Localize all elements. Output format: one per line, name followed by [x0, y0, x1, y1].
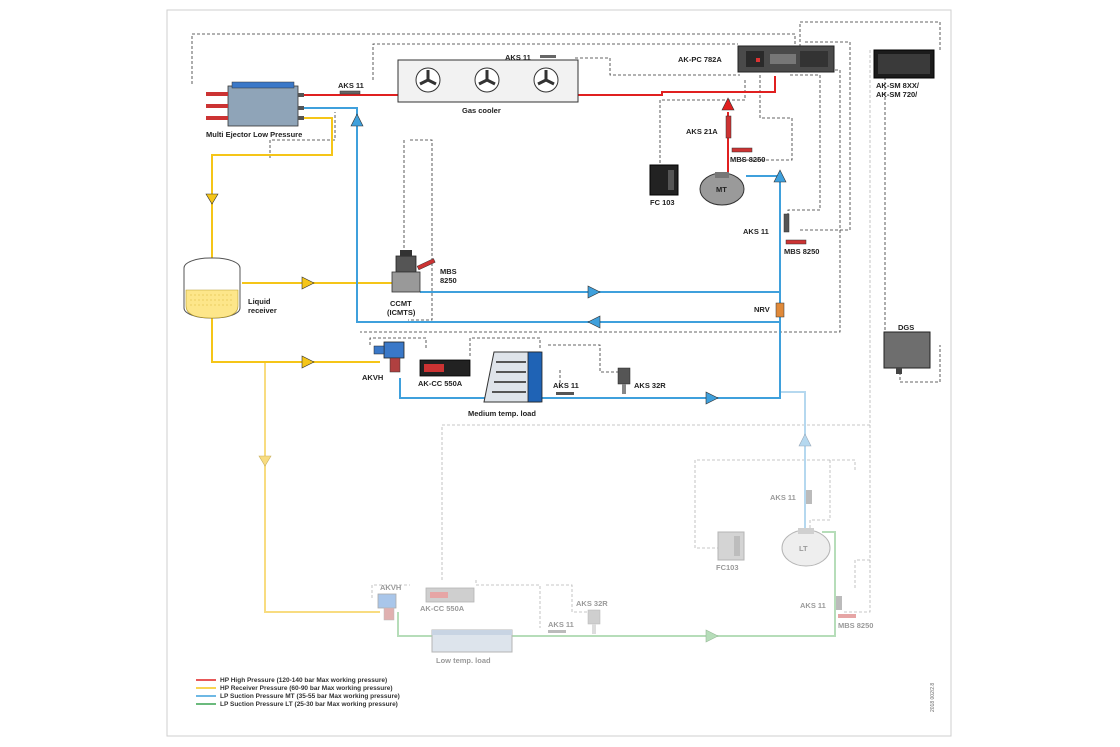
legend-label-receiver: HP Receiver Pressure (60-90 bar Max work… — [220, 685, 393, 692]
mbs8250-mt-sensor — [785, 239, 807, 245]
fc103-drive — [649, 164, 679, 196]
label-mbs8250-top: MBS 8250 — [730, 155, 765, 164]
mbs8250-ccmt-sensor — [416, 258, 436, 271]
arrow-receiver-right2 — [301, 355, 315, 369]
label-fc103-lt: FC103 — [716, 563, 739, 572]
label-aks11-medium: AKS 11 — [553, 381, 579, 390]
low-temp-load — [431, 629, 513, 653]
label-aks11-lowload: AKS 11 — [548, 620, 574, 629]
label-aksm-2: AK-SM 720/ — [876, 90, 918, 99]
label-aks11-mt: AKS 11 — [743, 227, 769, 236]
aks32r-sensor — [617, 367, 631, 394]
arrow-receiver-right1 — [301, 276, 315, 290]
label-dgs: DGS — [898, 323, 914, 332]
label-akvh-lt: AKVH — [380, 583, 401, 592]
dgs-detector — [883, 331, 931, 374]
legend-label-hp: HP High Pressure (120-140 bar Max workin… — [220, 677, 387, 684]
mt-compressor — [699, 172, 745, 206]
label-aksm-1: AK-SM 8XX/ — [876, 81, 920, 90]
aks32r-lt-sensor — [587, 609, 601, 634]
reference-code: 2018 002/2.8 — [930, 683, 936, 712]
liquid-receiver — [183, 257, 241, 319]
label-liquid-receiver-2: receiver — [248, 306, 277, 315]
label-medium-load: Medium temp. load — [468, 409, 536, 418]
arrow-receiver-down — [205, 193, 219, 205]
label-akcc550a: AK-CC 550A — [418, 379, 463, 388]
label-aks21a: AKS 21A — [686, 127, 718, 136]
arrow-mt-up-ejector — [350, 113, 364, 127]
label-akvh: AKVH — [362, 373, 383, 382]
akpc-controller — [737, 45, 835, 73]
fc103-lt-drive — [717, 531, 745, 561]
aks21a-sensor — [725, 115, 732, 139]
arrow-hp-up — [721, 97, 735, 111]
fan-icon — [415, 67, 441, 93]
label-ccmt-2: (ICMTS) — [387, 308, 416, 317]
label-multi-ejector: Multi Ejector Low Pressure — [206, 130, 302, 139]
lt-compressor — [781, 528, 831, 567]
label-aks11-lt: AKS 11 — [770, 493, 796, 502]
label-fc103-top: FC 103 — [650, 198, 675, 207]
mbs8250-top-sensor — [731, 147, 753, 153]
receiver-pipes — [211, 117, 392, 363]
label-akcc550a-lt: AK-CC 550A — [420, 604, 465, 613]
multi-ejector — [206, 81, 304, 127]
aks11-lowload-sensor — [548, 630, 566, 633]
gas-cooler — [397, 59, 579, 103]
label-low-load: Low temp. load — [436, 656, 491, 665]
akvh-valve — [373, 341, 405, 373]
label-ccmt-1: CCMT — [390, 299, 412, 308]
label-akpc: AK-PC 782A — [678, 55, 722, 64]
aks11-ejector-sensor — [339, 90, 361, 95]
aks11-gascooler-sensor — [540, 55, 556, 58]
legend-item: HP High Pressure (120-140 bar Max workin… — [196, 677, 387, 684]
medium-temp-load — [483, 351, 543, 403]
arrow-mt-up-compressor — [773, 169, 787, 183]
legend-label-mt: LP Suction Pressure MT (35-55 bar Max wo… — [220, 693, 400, 700]
arrow-lt-right — [705, 629, 719, 643]
legend-item: LP Suction Pressure LT (25-30 bar Max wo… — [196, 701, 398, 708]
control-wiring-faded — [371, 50, 871, 628]
aks11-lt2-sensor — [836, 596, 842, 610]
flow-arrows — [205, 97, 812, 643]
mbs8250-lt-sensor — [838, 614, 856, 618]
aks11-medium-sensor — [556, 392, 574, 395]
akcc550a-controller — [419, 359, 471, 377]
arrow-mt-load-right — [705, 391, 719, 405]
label-lt: LT — [799, 544, 808, 553]
legend: HP High Pressure (120-140 bar Max workin… — [196, 677, 400, 708]
lt-faded-pipes — [264, 362, 836, 637]
arrow-mt-faded-up — [798, 433, 812, 447]
aks11-mt-sensor — [783, 213, 790, 233]
aksm-monitor — [873, 49, 935, 79]
label-aks32r: AKS 32R — [634, 381, 666, 390]
label-nrv: NRV — [754, 305, 770, 314]
label-aks11-lt2: AKS 11 — [800, 601, 826, 610]
fan-icon — [474, 67, 500, 93]
label-mbs8250-lt: MBS 8250 — [838, 621, 873, 630]
label-mt: MT — [716, 185, 727, 194]
akcc550a-lt-controller — [425, 587, 475, 603]
fan-icon — [533, 67, 559, 93]
aks11-lt-sensor — [806, 490, 812, 504]
label-liquid-receiver-1: Liquid — [248, 297, 271, 306]
label-mbs8250-mt: MBS 8250 — [784, 247, 819, 256]
label-aks11-gascooler: AKS 11 — [505, 53, 531, 62]
label-mbs8250-ccmt-2: 8250 — [440, 276, 457, 285]
label-aks11-ejector: AKS 11 — [338, 81, 364, 90]
legend-item: HP Receiver Pressure (60-90 bar Max work… — [196, 685, 393, 692]
akvh-lt-valve — [377, 593, 397, 621]
nrv-valve — [775, 302, 785, 318]
arrow-mt-right — [587, 285, 601, 299]
control-wiring — [191, 21, 941, 388]
arrow-mt-left — [587, 315, 601, 329]
label-aks32r-lt: AKS 32R — [576, 599, 608, 608]
legend-item: LP Suction Pressure MT (35-55 bar Max wo… — [196, 693, 400, 700]
label-mbs8250-ccmt-1: MBS — [440, 267, 457, 276]
ccmt-valve — [391, 250, 421, 293]
arrow-receiver-down-faded — [258, 455, 272, 467]
legend-label-lt: LP Suction Pressure LT (25-30 bar Max wo… — [220, 701, 398, 708]
label-gas-cooler: Gas cooler — [462, 106, 501, 115]
